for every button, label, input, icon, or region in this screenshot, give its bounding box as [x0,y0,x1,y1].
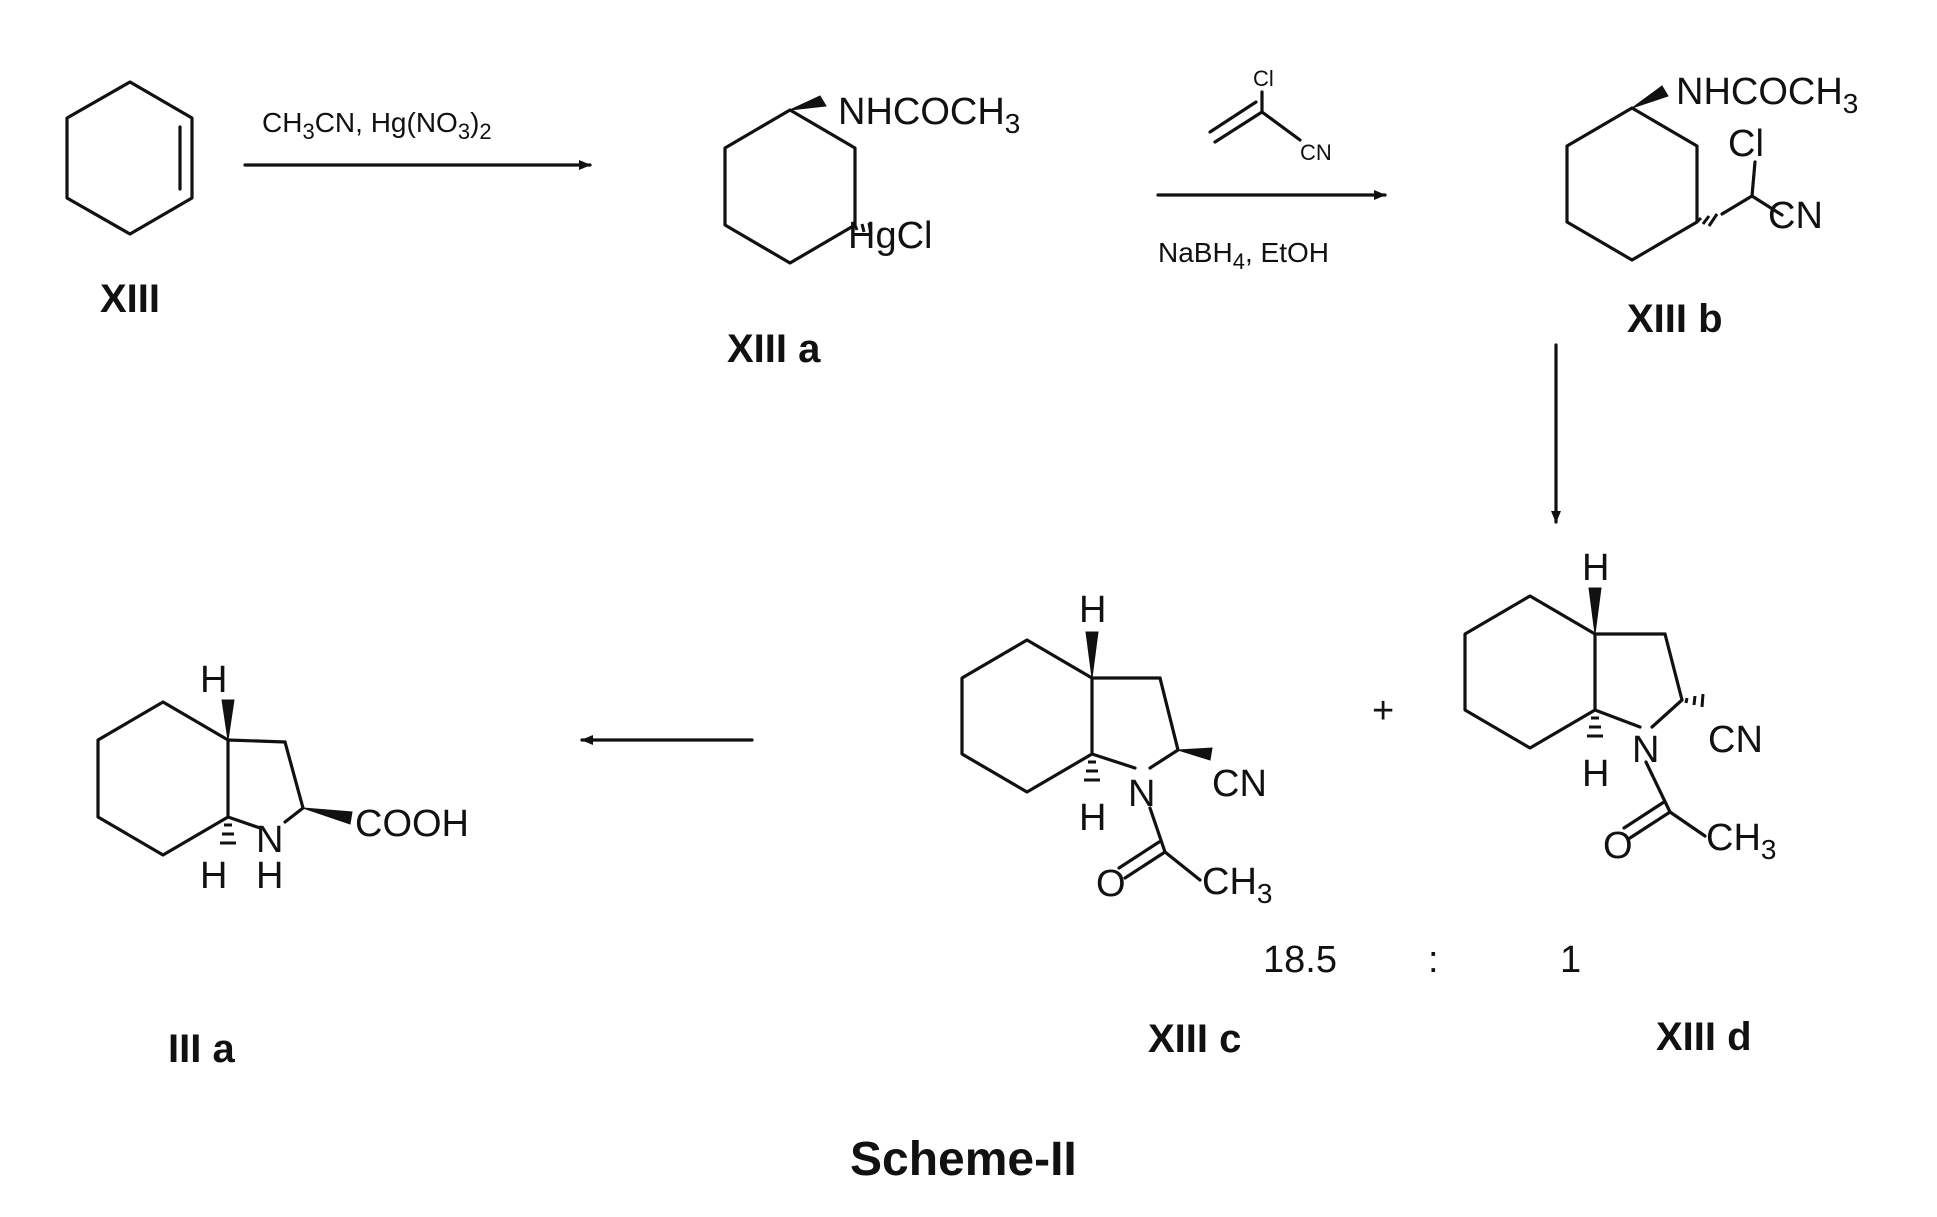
h-atom: H [1582,753,1609,795]
h-atom: H [200,659,227,701]
n-atom: N [1632,729,1659,771]
step1-reagent: CH3CN, Hg(NO3)2 [262,107,492,144]
ratio-separator: : [1428,939,1439,981]
scheme-title: Scheme-II [850,1133,1077,1186]
cl-atom: Cl [1728,123,1764,165]
mercurial-amide-structure [723,95,873,265]
h-atom: H [200,855,227,897]
acrylo-cl-atom: Cl [1253,66,1274,91]
ch3-atom: CH3 [1706,817,1776,865]
label-xiiia: XIII a [727,327,821,371]
label-xiiic: XIII c [1148,1017,1241,1061]
h-atom: H [1582,547,1609,589]
cn-atom: CN [1212,763,1267,805]
acrylo-cn-atom: CN [1300,140,1332,165]
label-iiia: III a [168,1027,235,1071]
hgcl-atom: HgCl [848,215,932,257]
indoline-nitrile-minor-structure [1463,587,1707,840]
ch3-atom: CH3 [1202,861,1272,909]
label-xiii: XIII [100,277,160,321]
nh-h-atom: H [256,855,283,897]
ratio-right: 1 [1560,939,1581,981]
ratio-left: 18.5 [1263,939,1337,981]
label-xiiib: XIII b [1627,297,1723,341]
cyclohexene-structure [65,80,194,236]
label-xiiid: XIII d [1656,1015,1752,1059]
o-atom: O [1096,863,1126,905]
nhcoch3-atom: NHCOCH3 [838,91,1020,139]
o-atom: O [1603,825,1633,867]
chloroacrylonitrile-structure [1208,90,1302,144]
cooh-atom: COOH [355,803,469,845]
cn-atom: CN [1708,719,1763,761]
octahydroindole-carboxylic-acid-structure [96,699,353,857]
n-atom: N [256,819,283,861]
n-atom: N [1128,773,1155,815]
h-atom: H [1079,589,1106,631]
step2-reagent: NaBH4, EtOH [1158,237,1329,274]
chloronitrile-amide-structure [1565,85,1784,262]
h-atom: H [1079,797,1106,839]
nhcoch3-atom: NHCOCH3 [1676,71,1858,119]
indoline-nitrile-major-structure [960,631,1213,882]
cn-atom: CN [1768,195,1823,237]
plus-sign: + [1372,690,1394,732]
